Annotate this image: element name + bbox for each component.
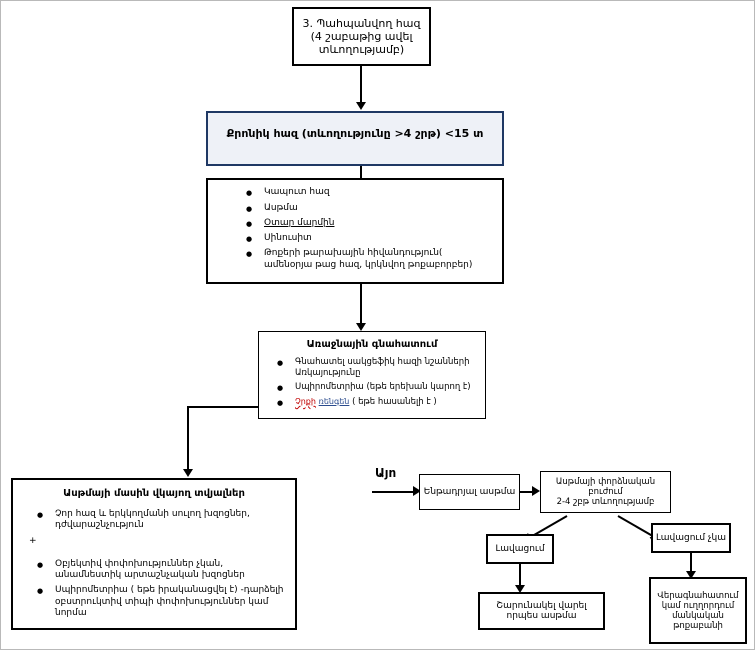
- connector-yes-to-suspected: [372, 491, 417, 493]
- node-continue-as-asthma-line2: որպես ասթմա: [506, 611, 577, 621]
- misspelled-word: Չրքի: [295, 396, 316, 406]
- list-item: Ասթմա: [246, 203, 494, 217]
- node-no-improvement: Լավացում չկա: [651, 523, 731, 553]
- arrowhead-no-improvement-to-reassess: [686, 571, 696, 579]
- list-item-line2: դժվարաշնչություն: [55, 520, 144, 531]
- node-primary-assessment: Առաջնային գնահատում Գնահատել սակցեֆիկ հա…: [258, 331, 486, 419]
- connector-assessment-elbow-vertical: [187, 406, 189, 472]
- list-item: Սինուսիտ: [246, 233, 494, 247]
- node-reassess-refer: Վերագնահատում կամ ուղղորդում մանկական թո…: [649, 577, 747, 644]
- list-item-line1: Չոր հազ և երկկողմանի սուլող խզոցներ,: [55, 509, 250, 519]
- list-item: Օտար մարմին: [246, 218, 494, 232]
- list-item: Սպիրոմետրիա ( եթե իրականացվել է) -դարձել…: [37, 585, 287, 619]
- node-reassess-refer-line1: Վերագնահատում: [657, 590, 739, 601]
- list-item-line2: անամնեստիկ արտաշնչական խզոցներ: [55, 570, 245, 580]
- list-item-rest: ( եթե հասանելի է ): [352, 396, 437, 407]
- connector-top-to-chronic: [360, 66, 362, 104]
- connector-differential-to-assessment: [360, 284, 362, 326]
- list-item-line2: ամենօրյա թաց հազ, կրկնվող թոքաբորբեր): [264, 259, 473, 270]
- list-item-line1: Գնահատել սակցեֆիկ հազի նշանների: [295, 357, 470, 367]
- connector-suspected-to-trial: [520, 491, 534, 493]
- node-persistent-cough-line2: (4 շաբաթից ավել: [310, 30, 413, 43]
- node-continue-as-asthma: Շարունակել վարել որպես ասթմա: [478, 592, 605, 630]
- arrowhead-yes-to-suspected: [413, 486, 421, 496]
- connector-chronic-to-differential: [360, 166, 362, 178]
- node-no-improvement-text: Լավացում չկա: [655, 533, 727, 543]
- list-item-line1: Թոքերի թարախային հիվանդություն(: [264, 248, 443, 259]
- node-persistent-cough-line1: 3. Պահպանվող հազ: [302, 17, 421, 30]
- list-item: Թոքերի թարախային հիվանդություն( ամենօրյա…: [246, 248, 494, 271]
- primary-assessment-list: Գնահատել սակցեֆիկ հազի նշանների Առկայութ…: [259, 357, 485, 412]
- list-item: Գնահատել սակցեֆիկ հազի նշանների Առկայութ…: [277, 357, 477, 378]
- plus-connector: +: [29, 536, 287, 547]
- connector-improvement-to-continue: [519, 564, 521, 588]
- node-differential-list: Կապուտ հազ Ասթմա Օտար մարմին Սինուսիտ Թո…: [206, 178, 504, 284]
- node-suspected-asthma-text: Ենթադրյալ ասթմա: [423, 487, 516, 497]
- node-improvement: Լավացում: [486, 534, 554, 564]
- node-chronic-cough: Քրոնիկ հազ (տևողությունը >4 շրթ) <15 տ: [206, 111, 504, 166]
- list-item: Չոր հազ և երկկողմանի սուլող խզոցներ, դժվ…: [37, 509, 287, 532]
- asthma-evidence-title: Ասթմայի մասին վկայող տվյալներ: [63, 488, 245, 499]
- node-reassess-refer-line3: մանկական: [672, 610, 724, 621]
- primary-assessment-title: Առաջնային գնահատում: [306, 339, 438, 350]
- arrowhead-suspected-to-trial: [532, 486, 540, 496]
- list-item-line1: Օբյեկտիվ փոփոխություններ չկան,: [55, 558, 224, 569]
- differential-list: Կապուտ հազ Ասթմա Օտար մարմին Սինուսիտ Թո…: [208, 187, 502, 275]
- node-suspected-asthma: Ենթադրյալ ասթմա: [419, 474, 520, 510]
- list-item: Կապուտ հազ: [246, 187, 494, 201]
- arrowhead-assessment-to-asthma-evidence: [183, 469, 193, 477]
- list-item-line2: օբստրուկտիվ տիպի փոփոխություններ կամ նոր…: [55, 596, 269, 618]
- linked-word: ռենգեն: [318, 396, 350, 406]
- node-asthma-evidence: Ասթմայի մասին վկայող տվյալներ Չոր հազ և …: [11, 478, 297, 630]
- node-reassess-refer-line2: կամ ուղղորդում: [661, 600, 735, 611]
- list-item: Օբյեկտիվ փոփոխություններ չկան, անամնեստի…: [37, 558, 287, 582]
- node-continue-as-asthma-line1: Շարունակել վարել: [496, 601, 587, 611]
- asthma-evidence-list: Չոր հազ և երկկողմանի սուլող խզոցներ, դժվ…: [13, 509, 295, 623]
- node-trial-treatment: Ասթմայի փորձնական բուժում 2-4 շբթ տևողու…: [540, 471, 671, 513]
- arrowhead-differential-to-assessment: [356, 323, 366, 331]
- list-item: Չրքի ռենգեն ( եթե հասանելի է ): [277, 396, 477, 410]
- list-item-line1: Սպիրոմետրիա ( եթե իրականացվել է) -դարձել…: [55, 585, 284, 596]
- plus-sign: +: [29, 535, 37, 546]
- node-improvement-text: Լավացում: [495, 544, 545, 554]
- arrowhead-improvement-to-continue: [515, 585, 525, 593]
- node-persistent-cough: 3. Պահպանվող հազ (4 շաբաթից ավել տևողութ…: [292, 7, 431, 66]
- node-trial-treatment-line2: 2-4 շբթ տևողությամբ: [556, 497, 655, 507]
- connector-assessment-elbow-horizontal: [187, 406, 259, 408]
- arrowhead-top-to-chronic: [356, 102, 366, 110]
- node-reassess-refer-line4: թոքաբանի: [673, 620, 723, 631]
- node-chronic-cough-text: Քրոնիկ հազ (տևողությունը >4 շրթ) <15 տ: [226, 127, 484, 140]
- list-item-line2: Առկայությունը: [295, 367, 361, 378]
- label-yes: Այո: [375, 466, 397, 480]
- connector-no-improvement-to-reassess: [690, 553, 692, 575]
- node-trial-treatment-line1: Ասթմայի փորձնական բուժում: [555, 477, 656, 497]
- list-item: Սպիրոմետրիա (եթե երեխան կարող է): [277, 382, 477, 395]
- node-persistent-cough-line3: տևողությամբ): [318, 43, 405, 56]
